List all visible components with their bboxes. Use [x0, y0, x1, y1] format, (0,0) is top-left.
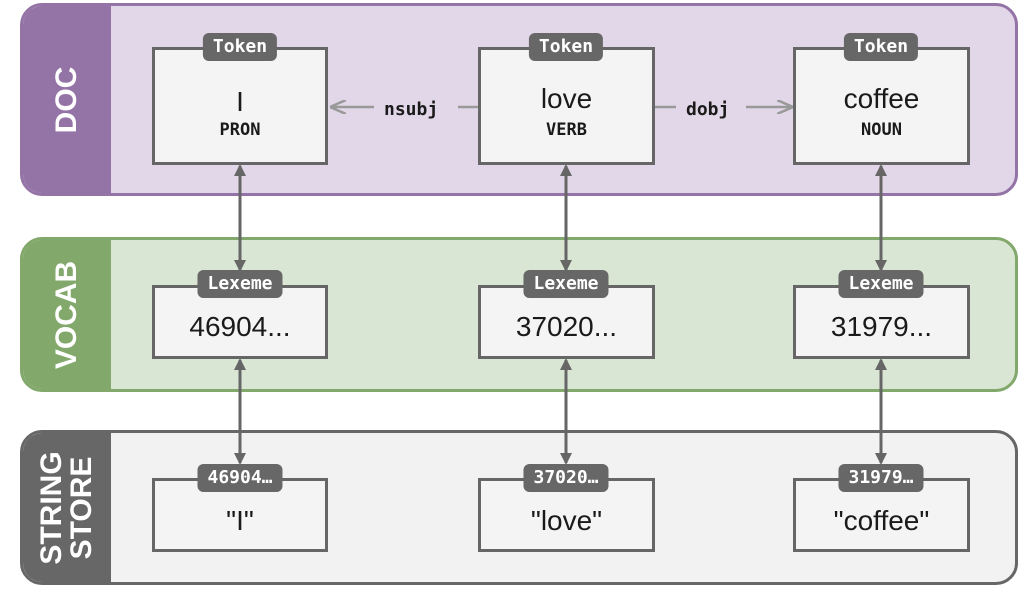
string-store-layer-label-bar: STRING STORE [23, 433, 111, 582]
string-hash-tag: 37020… [523, 464, 609, 492]
dependency-label-dobj: dobj [686, 99, 730, 120]
doc-layer-label-bar: DOC [23, 6, 111, 193]
token-text: coffee [843, 83, 920, 114]
string-box-love: "love" [478, 478, 655, 552]
string-hash-tag: 31979… [838, 464, 924, 492]
dependency-label-nsubj: nsubj [384, 99, 439, 120]
lexeme-tag: Lexeme [197, 270, 283, 298]
lexeme-value: 37020... [515, 311, 618, 342]
string-value: "coffee" [833, 505, 930, 536]
token-text: love [540, 83, 593, 114]
token-pos: VERB [546, 120, 587, 140]
token-box-love: love VERB [478, 47, 655, 165]
string-value: "love" [530, 505, 603, 536]
vocab-layer-label-bar: VOCAB [23, 240, 111, 389]
lexeme-tag: Lexeme [523, 270, 609, 298]
token-tag: Token [528, 33, 604, 61]
token-text: I [236, 86, 244, 117]
string-hash-tag: 46904… [197, 464, 283, 492]
lexeme-value: 46904... [189, 311, 291, 342]
token-tag: Token [843, 33, 919, 61]
lexeme-box-love: 37020... [478, 285, 655, 359]
token-box-coffee: coffee NOUN [793, 47, 970, 165]
token-pos: PRON [219, 120, 261, 140]
lexeme-tag: Lexeme [838, 270, 924, 298]
token-tag: Token [202, 33, 278, 61]
token-box-i: I PRON [152, 47, 328, 165]
lexeme-value: 31979... [830, 311, 933, 342]
token-pos: NOUN [861, 120, 902, 140]
string-value: "I" [226, 505, 254, 536]
